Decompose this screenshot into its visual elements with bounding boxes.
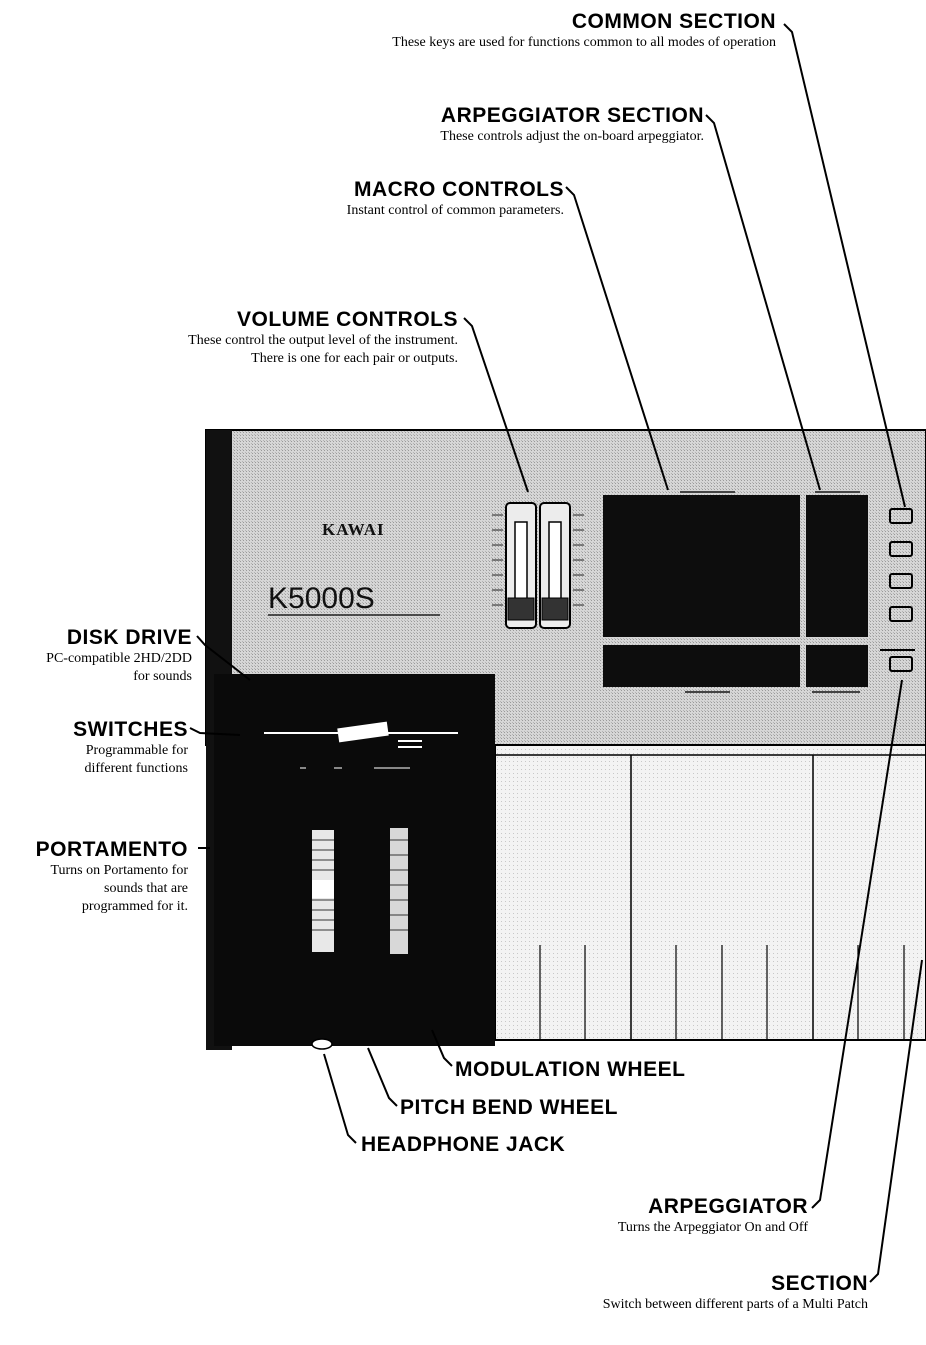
callout-desc: Instant control of common parameters. <box>346 203 564 218</box>
callout-arpeggiator-section: ARPEGGIATOR SECTION These controls adjus… <box>440 104 704 146</box>
control-blocks <box>603 491 868 693</box>
callout-title: DISK DRIVE <box>66 626 192 649</box>
callout-title: ARPEGGIATOR SECTION <box>440 104 704 127</box>
callout-desc: sounds that are <box>104 881 188 896</box>
leader-lines <box>189 23 923 1283</box>
callout-title: HEADPHONE JACK <box>361 1133 566 1156</box>
model-logo: K5000S <box>268 582 375 615</box>
callout-common-section: COMMON SECTION These keys are used for f… <box>392 10 776 52</box>
callout-title: PORTAMENTO <box>35 838 188 861</box>
wheels <box>312 828 408 954</box>
keyboard <box>494 744 926 1041</box>
callout-title: SWITCHES <box>73 718 188 741</box>
callout-portamento: PORTAMENTO Turns on Portamento for sound… <box>36 838 188 916</box>
callout-desc: These keys are used for functions common… <box>392 35 776 50</box>
callout-desc: Switch between different parts of a Mult… <box>602 1297 868 1312</box>
callout-desc: There is one for each pair or outputs. <box>251 351 458 366</box>
headphone-jack-port <box>311 1038 333 1050</box>
callout-title: VOLUME CONTROLS <box>237 308 458 331</box>
callout-desc: for sounds <box>133 669 192 684</box>
callout-desc: Turns the Arpeggiator On and Off <box>617 1220 808 1235</box>
callout-volume-controls: VOLUME CONTROLS These control the output… <box>188 308 458 368</box>
callout-desc: Turns on Portamento for <box>50 863 188 878</box>
callout-title: COMMON SECTION <box>571 10 776 33</box>
callout-desc: Programmable for <box>85 743 188 758</box>
callout-desc: different functions <box>84 761 188 776</box>
callout-modulation-wheel: MODULATION WHEEL <box>455 1058 685 1082</box>
callout-desc: These controls adjust the on-board arpeg… <box>440 129 704 144</box>
volume-sliders <box>492 502 584 629</box>
callout-title: MACRO CONTROLS <box>354 178 564 201</box>
callout-arpeggiator: ARPEGGIATOR Turns the Arpeggiator On and… <box>618 1195 808 1237</box>
callout-title: SECTION <box>771 1272 868 1295</box>
callout-title: MODULATION WHEEL <box>455 1058 686 1081</box>
left-control-block <box>214 674 495 1046</box>
callout-desc: PC-compatible 2HD/2DD <box>46 651 192 666</box>
callout-title: ARPEGGIATOR <box>648 1195 808 1218</box>
common-buttons <box>880 508 915 672</box>
callout-disk-drive: DISK DRIVE PC-compatible 2HD/2DD for sou… <box>46 626 192 686</box>
callout-pitch-bend-wheel: PITCH BEND WHEEL <box>400 1096 618 1120</box>
callout-desc: programmed for it. <box>81 899 188 914</box>
callout-section: SECTION Switch between different parts o… <box>603 1272 868 1314</box>
callout-macro-controls: MACRO CONTROLS Instant control of common… <box>347 178 564 220</box>
callout-desc: These control the output level of the in… <box>188 333 458 348</box>
callout-switches: SWITCHES Programmable for different func… <box>73 718 188 778</box>
callout-headphone-jack: HEADPHONE JACK <box>361 1133 565 1157</box>
brand-logo: KAWAI <box>322 520 385 539</box>
callout-title: PITCH BEND WHEEL <box>400 1096 618 1119</box>
